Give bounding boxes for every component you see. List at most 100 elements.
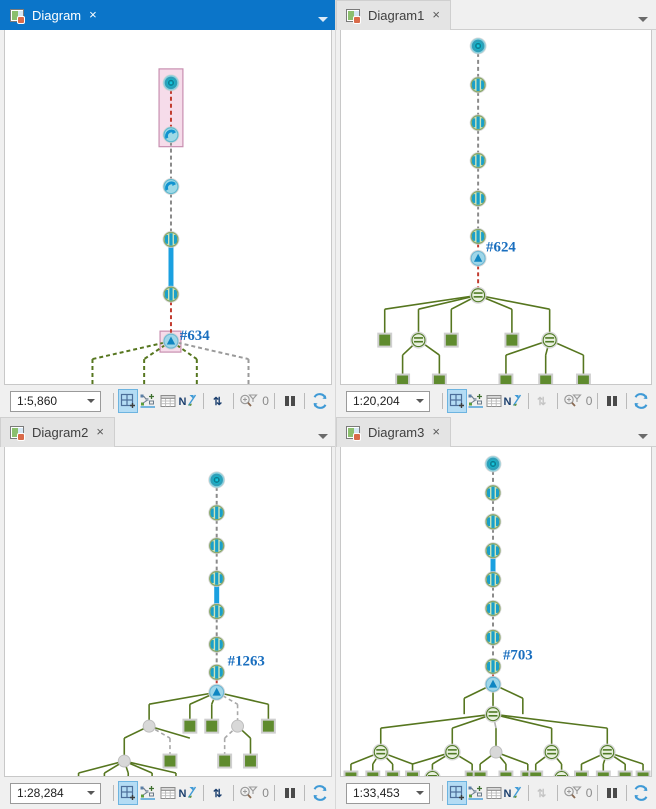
svg-text:N: N: [178, 788, 186, 800]
tab-diagram[interactable]: Diagram ×: [0, 0, 108, 30]
scale-combobox[interactable]: 1:5,860: [10, 390, 101, 412]
tab-diagram1[interactable]: Diagram1 ×: [336, 0, 451, 30]
north-arrow-button[interactable]: N: [503, 781, 523, 805]
chevron-down-icon[interactable]: [86, 399, 95, 403]
diagram-node: [217, 753, 233, 769]
diagram-edge: [170, 340, 249, 361]
close-icon[interactable]: ×: [432, 424, 440, 439]
zoom-to-selection-button[interactable]: [563, 781, 585, 805]
add-diagram-layer-button[interactable]: [447, 389, 468, 413]
close-icon[interactable]: ×: [89, 7, 97, 22]
zoom-to-selection-button[interactable]: [239, 389, 261, 413]
diagram-node: [443, 743, 461, 761]
tab-strip: Diagram ×: [0, 0, 336, 30]
select-connected-button[interactable]: [138, 781, 158, 805]
add-diagram-layer-button[interactable]: [447, 781, 468, 805]
toolbar-divider: [233, 393, 235, 409]
diagram-tab-icon: [10, 8, 26, 24]
scale-combobox[interactable]: 1:33,453: [346, 782, 430, 804]
zoom-to-selection-button[interactable]: [563, 389, 585, 413]
pause-button[interactable]: [280, 389, 300, 413]
diagram-canvas[interactable]: #634: [4, 30, 332, 385]
toolbar-divider: [626, 785, 627, 801]
flip-direction-button[interactable]: ⇅: [209, 389, 229, 413]
diagram-node: [489, 745, 503, 759]
diagram-tab-icon: [346, 8, 362, 24]
tab-underline: [0, 28, 336, 30]
chevron-down-icon[interactable]: [318, 17, 328, 22]
diagram-table-button[interactable]: [158, 389, 178, 413]
refresh-button[interactable]: [310, 389, 330, 413]
diagram-canvas[interactable]: #1263: [4, 447, 332, 777]
flip-direction-button[interactable]: ⇅: [534, 389, 552, 413]
diagram-node: [553, 769, 570, 776]
svg-text:⇅: ⇅: [213, 396, 222, 408]
toolbar-divider: [112, 393, 114, 409]
diagram-canvas[interactable]: #624: [340, 30, 652, 385]
north-arrow-button[interactable]: N: [178, 781, 198, 805]
diagram-edge: [124, 760, 177, 774]
diagram-id-label: #703: [503, 647, 533, 663]
diagram-table-button[interactable]: [158, 781, 178, 805]
north-arrow-button[interactable]: N: [503, 389, 523, 413]
chevron-down-icon[interactable]: [638, 17, 648, 22]
diagram-node: [343, 770, 359, 776]
select-connected-button[interactable]: [138, 389, 158, 413]
refresh-button[interactable]: [310, 781, 330, 805]
diagram-canvas-svg: #1263: [77, 471, 276, 776]
diagram-node: [484, 600, 502, 617]
diagram-table-button[interactable]: [485, 389, 503, 413]
selection-count: 0: [585, 786, 593, 800]
select-connected-button[interactable]: [467, 781, 485, 805]
pane-splitter[interactable]: [335, 0, 336, 417]
select-connected-button[interactable]: [467, 389, 485, 413]
diagram-node: [469, 286, 487, 304]
zoom-to-selection-button[interactable]: [239, 781, 261, 805]
scale-combobox[interactable]: 1:20,204: [346, 390, 430, 412]
north-arrow-button[interactable]: N: [178, 389, 198, 413]
tab-diagram3[interactable]: Diagram3 ×: [336, 417, 451, 447]
toolbar-divider: [202, 785, 204, 801]
diagram-pane-1: Diagram1 ×: [336, 0, 656, 417]
tab-diagram2[interactable]: Diagram2 ×: [0, 417, 115, 447]
diagram-node: [162, 753, 178, 769]
pause-button[interactable]: [603, 389, 621, 413]
chevron-down-icon[interactable]: [415, 399, 424, 403]
diagram-edge: [148, 725, 191, 739]
diagram-canvas[interactable]: #703: [340, 447, 652, 777]
diagram-toolbar: 1:28,284 N ⇅: [0, 777, 336, 809]
diagram-pane-0: Diagram ×: [0, 0, 336, 417]
diagram-node: [385, 770, 401, 776]
diagram-canvas-svg: #634: [91, 68, 250, 384]
flip-direction-button[interactable]: ⇅: [534, 781, 552, 805]
diagram-node: [162, 126, 180, 144]
chevron-down-icon[interactable]: [318, 434, 328, 439]
close-icon[interactable]: ×: [432, 7, 440, 22]
diagram-node: [635, 770, 651, 776]
toolbar-divider: [441, 785, 443, 801]
diagram-node: [472, 770, 488, 776]
scale-combobox[interactable]: 1:28,284: [10, 782, 101, 804]
chevron-down-icon[interactable]: [638, 434, 648, 439]
diagram-table-button[interactable]: [485, 781, 503, 805]
pause-button[interactable]: [280, 781, 300, 805]
add-diagram-layer-button[interactable]: [118, 781, 139, 805]
flip-direction-button[interactable]: ⇅: [209, 781, 229, 805]
pause-button[interactable]: [603, 781, 621, 805]
toolbar-divider: [441, 393, 443, 409]
pane-splitter[interactable]: [335, 417, 336, 809]
diagram-node: [538, 373, 554, 384]
close-icon[interactable]: ×: [96, 424, 104, 439]
diagram-node: [541, 331, 559, 349]
diagram-node: [231, 719, 245, 733]
chevron-down-icon[interactable]: [415, 791, 424, 795]
diagram-node: [260, 718, 276, 734]
diagram-pane-2: Diagram2 ×: [0, 417, 336, 809]
add-diagram-layer-button[interactable]: [118, 389, 139, 413]
diagram-node: [575, 373, 591, 384]
refresh-button[interactable]: [632, 781, 650, 805]
diagram-edge: [492, 713, 552, 729]
chevron-down-icon[interactable]: [86, 791, 95, 795]
refresh-button[interactable]: [632, 389, 650, 413]
tab-label: Diagram: [32, 8, 82, 23]
